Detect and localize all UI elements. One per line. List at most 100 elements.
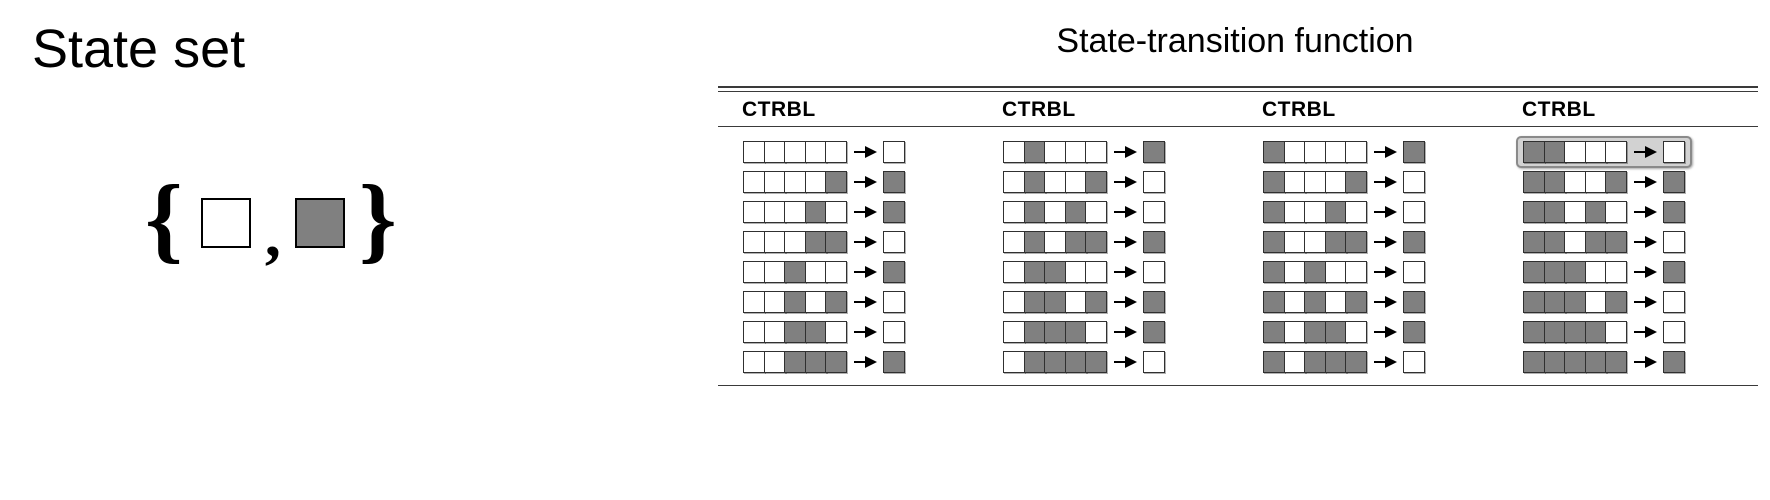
- neighborhood-cell-1[interactable]: [1543, 261, 1566, 283]
- neighborhood-cell-1[interactable]: [763, 291, 786, 313]
- rule-entry[interactable]: [736, 196, 912, 228]
- neighborhood-cell-2[interactable]: [784, 231, 806, 253]
- neighborhood-cell-1[interactable]: [763, 261, 786, 283]
- output-cell[interactable]: [1663, 171, 1685, 193]
- output-cell[interactable]: [883, 141, 905, 163]
- neighborhood-cell-0[interactable]: [1003, 291, 1025, 313]
- neighborhood-cell-0[interactable]: [1523, 171, 1545, 193]
- neighborhood-cell-4[interactable]: [825, 171, 847, 193]
- neighborhood-cell-3[interactable]: [1324, 351, 1347, 373]
- neighborhood-cell-2[interactable]: [784, 201, 806, 223]
- neighborhood-cell-0[interactable]: [1003, 321, 1025, 343]
- neighborhood-cell-4[interactable]: [1345, 261, 1367, 283]
- neighborhood-cell-0[interactable]: [1003, 261, 1025, 283]
- rule-entry[interactable]: [736, 286, 912, 318]
- neighborhood-cell-3[interactable]: [804, 291, 827, 313]
- rule-entry[interactable]: [996, 256, 1172, 288]
- neighborhood-cell-4[interactable]: [825, 141, 847, 163]
- output-cell[interactable]: [1663, 321, 1685, 343]
- neighborhood-cell-4[interactable]: [1605, 231, 1627, 253]
- output-cell[interactable]: [1143, 351, 1165, 373]
- neighborhood-cell-3[interactable]: [1584, 201, 1607, 223]
- neighborhood-cell-2[interactable]: [784, 351, 806, 373]
- neighborhood-cell-1[interactable]: [1543, 321, 1566, 343]
- output-cell[interactable]: [1143, 231, 1165, 253]
- neighborhood-cell-2[interactable]: [1304, 321, 1326, 343]
- neighborhood-cell-0[interactable]: [1263, 291, 1285, 313]
- rule-entry[interactable]: [736, 166, 912, 198]
- neighborhood-cell-2[interactable]: [1044, 261, 1066, 283]
- neighborhood-cell-0[interactable]: [743, 261, 765, 283]
- output-cell[interactable]: [1663, 351, 1685, 373]
- neighborhood-cell-4[interactable]: [1605, 261, 1627, 283]
- output-cell[interactable]: [1663, 231, 1685, 253]
- neighborhood-cell-0[interactable]: [1523, 351, 1545, 373]
- neighborhood-cell-4[interactable]: [1085, 141, 1107, 163]
- neighborhood-cell-0[interactable]: [743, 321, 765, 343]
- neighborhood-cell-0[interactable]: [743, 351, 765, 373]
- neighborhood-cell-3[interactable]: [1324, 201, 1347, 223]
- rule-entry[interactable]: [1516, 196, 1692, 228]
- rule-entry-selected[interactable]: [1516, 136, 1692, 168]
- neighborhood-cell-1[interactable]: [763, 201, 786, 223]
- neighborhood-cell-2[interactable]: [1044, 321, 1066, 343]
- neighborhood-cell-1[interactable]: [1283, 141, 1306, 163]
- neighborhood-cell-4[interactable]: [825, 231, 847, 253]
- neighborhood-cell-4[interactable]: [1605, 351, 1627, 373]
- rule-entry[interactable]: [996, 196, 1172, 228]
- neighborhood-cell-4[interactable]: [1605, 171, 1627, 193]
- neighborhood-cell-2[interactable]: [1564, 351, 1586, 373]
- output-cell[interactable]: [1403, 321, 1425, 343]
- output-cell[interactable]: [1403, 261, 1425, 283]
- neighborhood-cell-0[interactable]: [1003, 231, 1025, 253]
- neighborhood-cell-3[interactable]: [1064, 201, 1087, 223]
- neighborhood-cell-3[interactable]: [804, 141, 827, 163]
- neighborhood-cell-3[interactable]: [1064, 291, 1087, 313]
- rule-entry[interactable]: [736, 226, 912, 258]
- neighborhood-cell-3[interactable]: [804, 201, 827, 223]
- neighborhood-cell-1[interactable]: [763, 171, 786, 193]
- neighborhood-cell-2[interactable]: [784, 291, 806, 313]
- neighborhood-cell-2[interactable]: [784, 141, 806, 163]
- neighborhood-cell-1[interactable]: [1023, 141, 1046, 163]
- rule-entry[interactable]: [1516, 316, 1692, 348]
- neighborhood-cell-4[interactable]: [1605, 141, 1627, 163]
- neighborhood-cell-1[interactable]: [763, 231, 786, 253]
- neighborhood-cell-2[interactable]: [784, 261, 806, 283]
- neighborhood-cell-0[interactable]: [1263, 351, 1285, 373]
- rule-entry[interactable]: [736, 256, 912, 288]
- output-cell[interactable]: [1663, 201, 1685, 223]
- neighborhood-cell-3[interactable]: [1324, 231, 1347, 253]
- output-cell[interactable]: [1663, 261, 1685, 283]
- rule-entry[interactable]: [1256, 136, 1432, 168]
- neighborhood-cell-1[interactable]: [1023, 201, 1046, 223]
- neighborhood-cell-3[interactable]: [1064, 171, 1087, 193]
- rule-entry[interactable]: [736, 136, 912, 168]
- output-cell[interactable]: [883, 351, 905, 373]
- neighborhood-cell-4[interactable]: [1085, 201, 1107, 223]
- rule-entry[interactable]: [1516, 256, 1692, 288]
- neighborhood-cell-0[interactable]: [1263, 231, 1285, 253]
- rule-entry[interactable]: [1256, 346, 1432, 378]
- output-cell[interactable]: [1403, 171, 1425, 193]
- neighborhood-cell-0[interactable]: [1523, 231, 1545, 253]
- neighborhood-cell-1[interactable]: [763, 351, 786, 373]
- neighborhood-cell-3[interactable]: [1324, 261, 1347, 283]
- neighborhood-cell-0[interactable]: [1523, 141, 1545, 163]
- neighborhood-cell-1[interactable]: [1283, 261, 1306, 283]
- neighborhood-cell-4[interactable]: [825, 321, 847, 343]
- output-cell[interactable]: [1403, 201, 1425, 223]
- rule-entry[interactable]: [996, 226, 1172, 258]
- rule-entry[interactable]: [1256, 286, 1432, 318]
- neighborhood-cell-4[interactable]: [1345, 291, 1367, 313]
- rule-entry[interactable]: [736, 346, 912, 378]
- neighborhood-cell-1[interactable]: [1023, 171, 1046, 193]
- neighborhood-cell-2[interactable]: [1044, 201, 1066, 223]
- neighborhood-cell-3[interactable]: [1324, 291, 1347, 313]
- neighborhood-cell-3[interactable]: [804, 321, 827, 343]
- neighborhood-cell-0[interactable]: [1003, 171, 1025, 193]
- output-cell[interactable]: [883, 261, 905, 283]
- neighborhood-cell-3[interactable]: [804, 261, 827, 283]
- neighborhood-cell-3[interactable]: [1064, 261, 1087, 283]
- output-cell[interactable]: [1403, 231, 1425, 253]
